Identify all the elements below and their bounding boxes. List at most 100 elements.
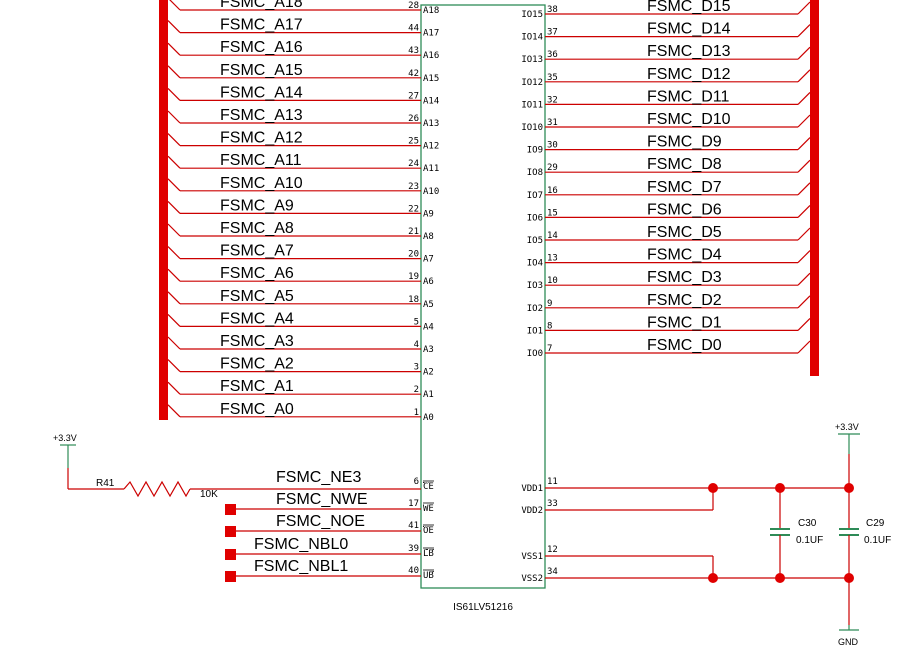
bus-entry xyxy=(167,381,181,395)
data-net-label: FSMC_D4 xyxy=(647,247,722,264)
data-net-label: FSMC_D0 xyxy=(647,337,722,354)
pin-name: A12 xyxy=(423,142,439,152)
port-terminal xyxy=(225,526,236,537)
address-net-label: FSMC_A14 xyxy=(220,84,303,101)
bus-entry xyxy=(167,246,181,260)
bus-entry xyxy=(167,404,181,418)
data-net-label: FSMC_D14 xyxy=(647,21,731,38)
bus-entry xyxy=(797,137,811,151)
bus-entry xyxy=(797,204,811,218)
pin-number: 35 xyxy=(547,73,558,83)
bus-entry xyxy=(797,272,811,286)
pin-number: 6 xyxy=(414,477,419,487)
bus-entry xyxy=(797,24,811,38)
pin-name: A10 xyxy=(423,187,439,197)
c30-value: 0.1UF xyxy=(796,535,823,546)
pin-name: A2 xyxy=(423,368,434,378)
bus-entry xyxy=(167,20,181,34)
pin-name: WE xyxy=(423,504,434,514)
pin-name: IO2 xyxy=(527,304,543,314)
pin-name: UB xyxy=(423,571,434,581)
pin-number: 22 xyxy=(408,204,419,214)
pin-number: 39 xyxy=(408,544,419,554)
c29-value: 0.1UF xyxy=(864,535,891,546)
pin-number: 15 xyxy=(547,208,558,218)
pin-name: IO14 xyxy=(521,33,543,43)
pin-number: 1 xyxy=(414,408,419,418)
pin-number: 13 xyxy=(547,254,558,264)
pin-name: IO6 xyxy=(527,213,543,223)
pin-number: 25 xyxy=(408,137,419,147)
bus-entry xyxy=(167,359,181,373)
data-net-label: FSMC_D13 xyxy=(647,43,731,60)
pin-number: 5 xyxy=(414,317,419,327)
gnd-label: GND xyxy=(838,637,859,646)
pin-name: A16 xyxy=(423,51,439,61)
pin-number: 44 xyxy=(408,24,419,34)
address-net-label: FSMC_A9 xyxy=(220,197,294,214)
pin-name: A14 xyxy=(423,96,439,106)
pin-number: 36 xyxy=(547,50,558,60)
bus-entry xyxy=(167,291,181,305)
address-net-label: FSMC_A4 xyxy=(220,310,294,327)
address-net-label: FSMC_A16 xyxy=(220,39,303,56)
junction-dot xyxy=(708,483,718,493)
address-net-label: FSMC_A7 xyxy=(220,243,294,260)
address-net-label: FSMC_A8 xyxy=(220,220,294,237)
c30-ref: C30 xyxy=(798,518,817,529)
bus-entry xyxy=(797,182,811,196)
pin-name: A17 xyxy=(423,29,439,39)
pin-number: 3 xyxy=(414,363,419,373)
pin-number: 16 xyxy=(547,186,558,196)
pin-number: 33 xyxy=(547,499,558,509)
pin-number: 30 xyxy=(547,141,558,151)
pin-number: 40 xyxy=(408,566,419,576)
control-net-label: FSMC_NOE xyxy=(276,513,365,530)
pin-number: 23 xyxy=(408,182,419,192)
power-section: +3.3V C30 0.1UF C29 0.1UF xyxy=(521,422,891,646)
port-terminal xyxy=(225,504,236,515)
pin-name: LB xyxy=(423,549,434,559)
pin-name: VSS1 xyxy=(521,552,543,562)
address-net-label: FSMC_A15 xyxy=(220,62,303,79)
bus-entry xyxy=(167,178,181,192)
pin-number: 2 xyxy=(414,385,419,395)
pin-number: 37 xyxy=(547,28,558,38)
bus-entry xyxy=(797,295,811,309)
pin-name: A13 xyxy=(423,119,439,129)
bus-entry xyxy=(167,200,181,214)
address-net-label: FSMC_A17 xyxy=(220,17,303,34)
bus-entry xyxy=(797,1,811,15)
pin-name: IO3 xyxy=(527,281,543,291)
power-label-left: +3.3V xyxy=(53,433,77,443)
junction-dot xyxy=(775,573,785,583)
pin-name: IO0 xyxy=(527,349,543,359)
data-net-label: FSMC_D11 xyxy=(647,88,729,105)
pin-name: VDD2 xyxy=(521,506,543,516)
data-net-label: FSMC_D9 xyxy=(647,134,722,151)
pin-number: 8 xyxy=(547,321,552,331)
pin-name: CE xyxy=(423,482,434,492)
pin-number: 20 xyxy=(408,250,419,260)
junction-dot xyxy=(775,483,785,493)
data-net-label: FSMC_D10 xyxy=(647,111,731,128)
address-net-label: FSMC_A12 xyxy=(220,130,303,147)
pin-number: 41 xyxy=(408,521,419,531)
address-net-label: FSMC_A11 xyxy=(220,152,302,169)
pin-number: 14 xyxy=(547,231,558,241)
data-net-label: FSMC_D1 xyxy=(647,314,722,331)
control-net-label: FSMC_NBL0 xyxy=(254,536,348,553)
pin-number: 17 xyxy=(408,499,419,509)
ic-body xyxy=(420,4,546,589)
data-net-label: FSMC_D15 xyxy=(647,0,731,15)
bus-entry xyxy=(167,87,181,101)
pin-name: A9 xyxy=(423,209,434,219)
pin-number: 29 xyxy=(547,163,558,173)
address-net-label: FSMC_A18 xyxy=(220,0,303,11)
bus-entry xyxy=(797,317,811,331)
address-net-label: FSMC_A0 xyxy=(220,401,294,418)
c29-ref: C29 xyxy=(866,518,885,529)
pin-number: 12 xyxy=(547,545,558,555)
pin-number: 26 xyxy=(408,114,419,124)
